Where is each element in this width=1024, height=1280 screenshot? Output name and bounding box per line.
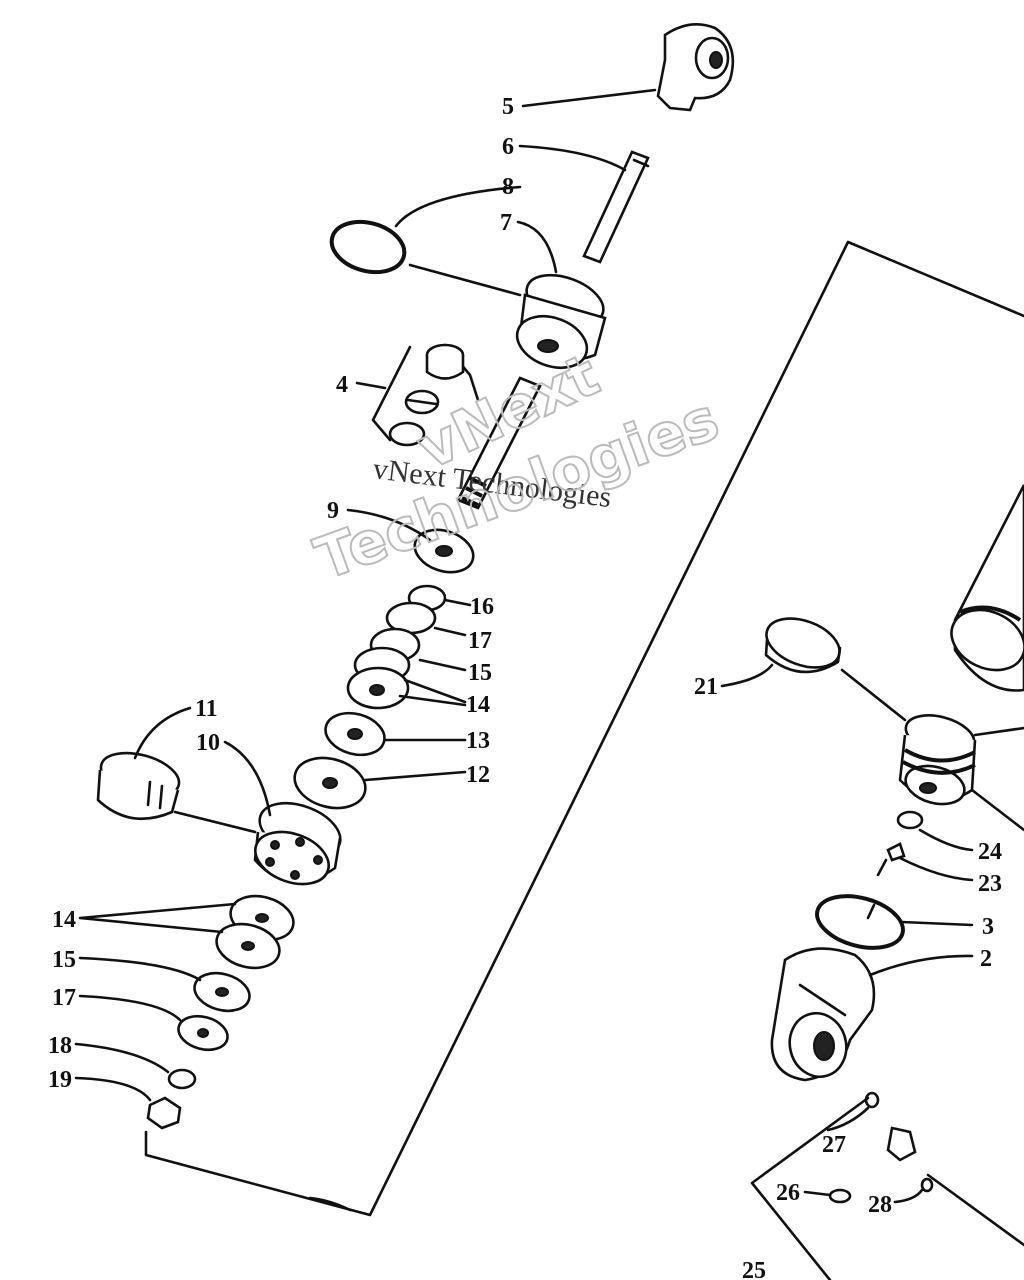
callout-3: 3 xyxy=(982,914,994,940)
rod-assembly-frame xyxy=(144,240,1024,1217)
callout-13: 13 xyxy=(466,728,490,754)
part-piston-rod xyxy=(582,150,650,264)
part-piston-10 xyxy=(253,801,342,886)
part-o-ring-3 xyxy=(815,894,905,950)
part-26 xyxy=(828,1188,852,1204)
rod-thread xyxy=(461,476,487,507)
part-wear-ring-21 xyxy=(764,617,842,674)
callout-14a: 14 xyxy=(466,692,490,718)
callout-15b: 15 xyxy=(52,947,76,973)
callout-26: 26 xyxy=(776,1180,800,1206)
callout-17b: 17 xyxy=(52,985,76,1011)
callout-23: 23 xyxy=(978,871,1002,897)
callout-12: 12 xyxy=(466,762,490,788)
group-25-bracket xyxy=(750,1096,1024,1280)
callout-10: 10 xyxy=(196,730,220,756)
part-cap-end-2 xyxy=(770,947,876,1082)
callout-9: 9 xyxy=(327,498,339,524)
part-28 xyxy=(920,1177,934,1193)
part-cylinder-barrel xyxy=(950,484,1024,692)
part-o-ring-8 xyxy=(329,219,407,275)
part-washer-18 xyxy=(167,1068,197,1090)
leader-lines xyxy=(74,88,1024,1212)
part-gland xyxy=(515,273,607,369)
callout-5: 5 xyxy=(502,94,514,120)
callout-27: 27 xyxy=(822,1132,846,1158)
part-nut-19 xyxy=(146,1096,182,1130)
callout-17a: 17 xyxy=(468,628,492,654)
callout-7: 7 xyxy=(500,210,512,236)
callout-14b: 14 xyxy=(52,907,76,933)
callout-4: 4 xyxy=(336,372,348,398)
callout-16: 16 xyxy=(470,594,494,620)
part-screw-23 xyxy=(886,842,906,862)
part-seal-kit xyxy=(371,343,480,447)
part-washer-24 xyxy=(896,810,924,830)
callout-15a: 15 xyxy=(468,660,492,686)
rod-shaft xyxy=(456,376,542,510)
callout-19: 19 xyxy=(48,1067,72,1093)
callout-24: 24 xyxy=(978,839,1002,865)
callout-18: 18 xyxy=(48,1033,72,1059)
callout-2: 2 xyxy=(980,946,992,972)
part-rod-end-eye xyxy=(656,22,735,112)
callout-21: 21 xyxy=(694,674,718,700)
callout-25: 25 xyxy=(742,1258,766,1280)
part-piston-right xyxy=(898,714,977,806)
callout-28: 28 xyxy=(868,1192,892,1218)
part-27 xyxy=(864,1091,880,1109)
part-wear-ring-11 xyxy=(96,751,181,821)
part-fitting xyxy=(886,1126,917,1162)
callout-11: 11 xyxy=(195,696,218,722)
callout-8: 8 xyxy=(502,174,514,200)
callout-6: 6 xyxy=(502,134,514,160)
